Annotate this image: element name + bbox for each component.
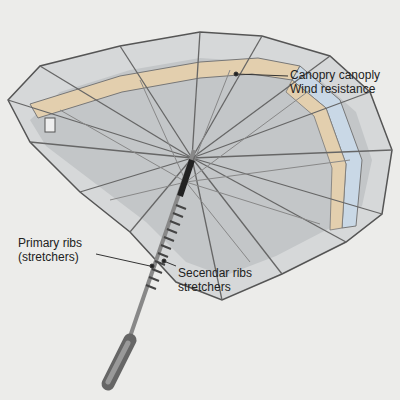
part-label: Canopry canoply Wind resistance [290,68,396,96]
handle [108,340,130,384]
shaft [122,150,194,360]
tie-clip [45,118,55,132]
shaft-dark [180,160,192,196]
part-label: Primary ribs (stretchers) [18,236,96,264]
stretchers [60,70,350,262]
cutaway-band-tan [286,80,346,230]
cutaway-band [30,58,300,118]
part-label: Secendar ribs stretchers [178,266,270,294]
leader-lines [96,72,288,268]
